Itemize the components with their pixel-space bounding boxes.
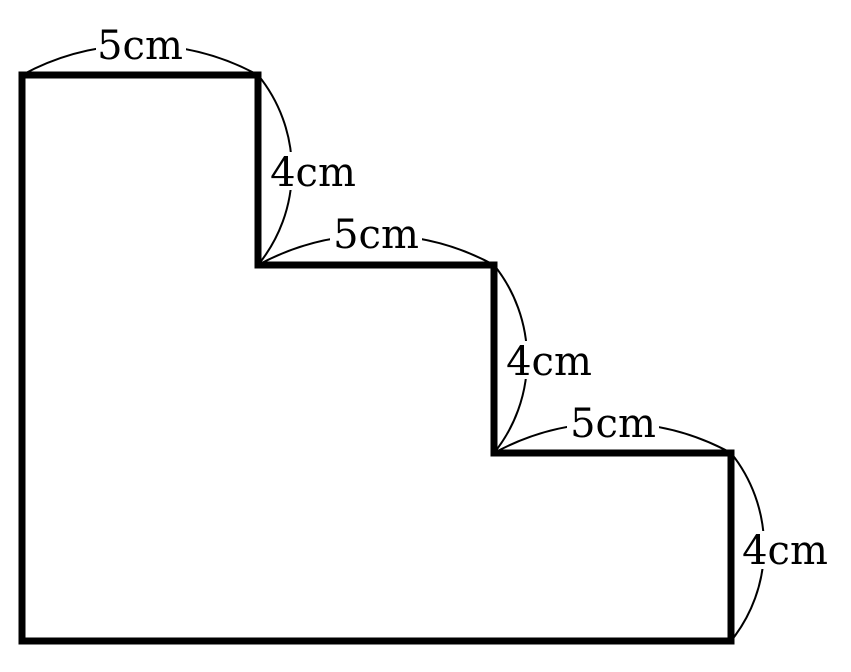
label-side-3: 4cm [742,528,828,574]
label-top-2: 5cm [333,212,419,258]
label-side-1: 4cm [270,150,356,196]
label-top-3: 5cm [570,401,656,447]
staircase-shape [18,71,735,645]
label-top-1: 5cm [97,23,183,69]
label-side-2: 4cm [506,339,592,385]
